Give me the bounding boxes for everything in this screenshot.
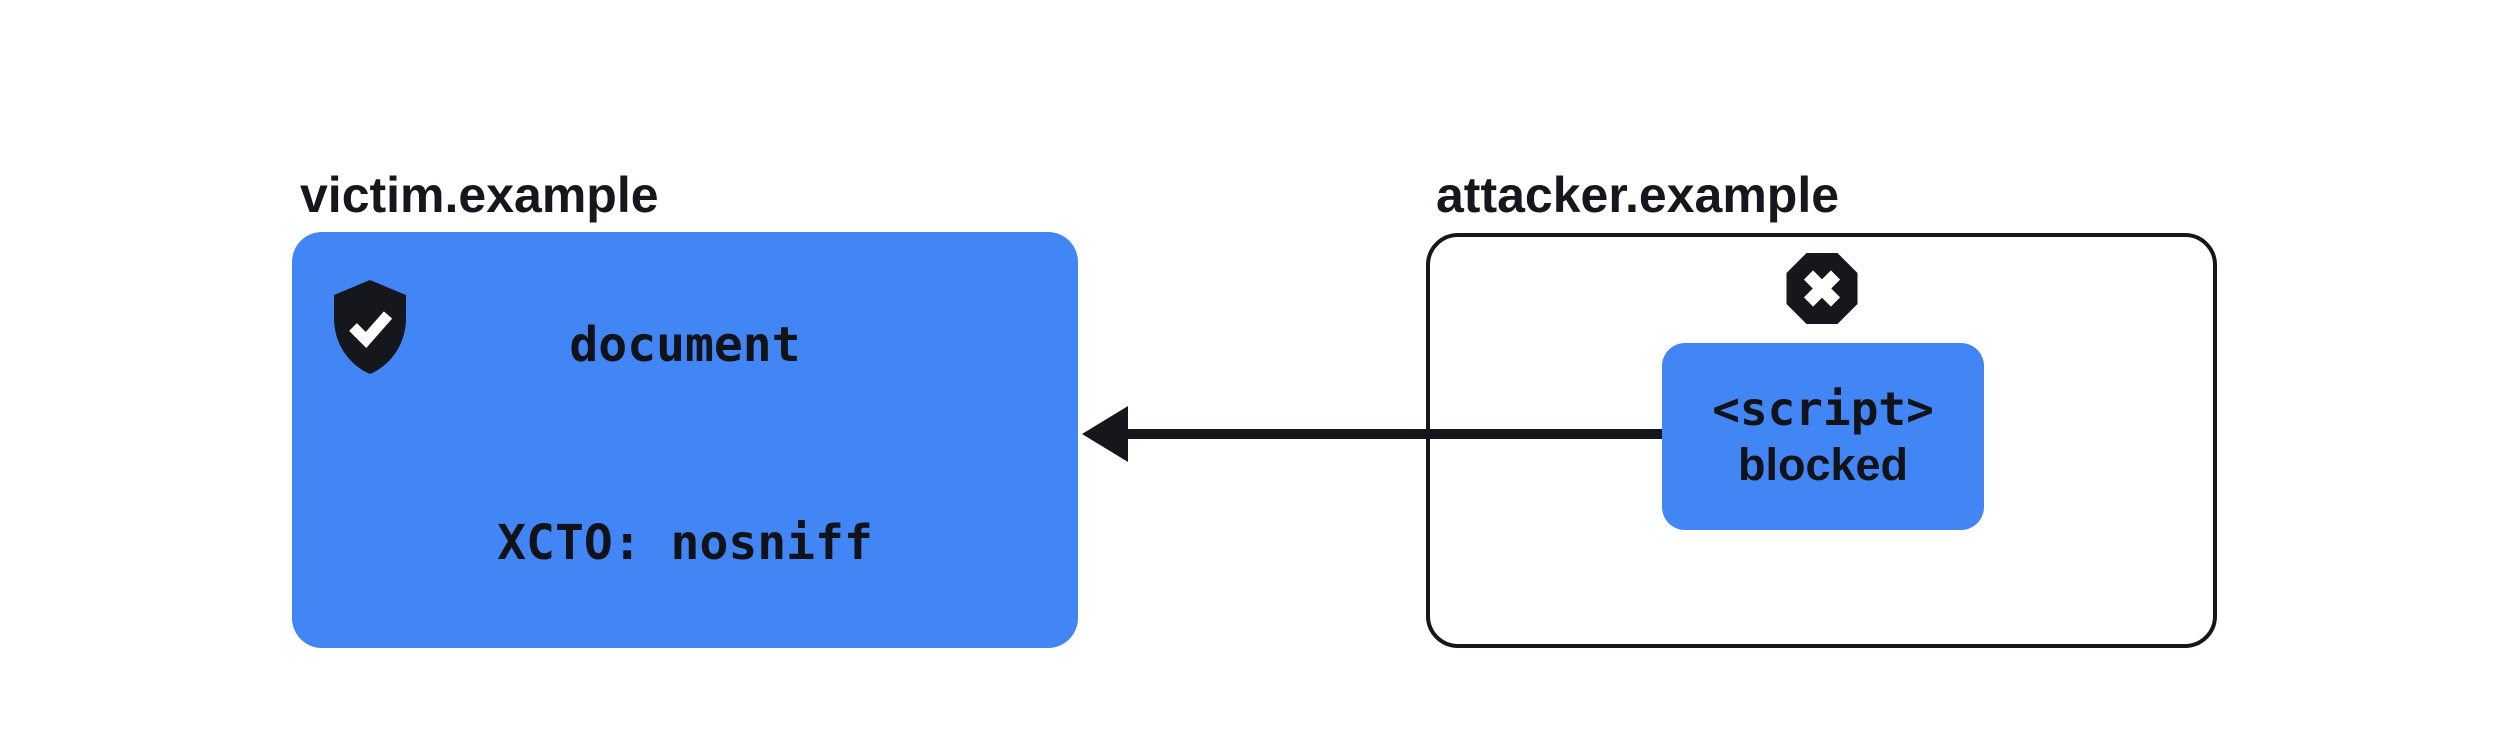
request-arrow-head [1082,406,1128,462]
attacker-domain-label: attacker.example [1436,167,1840,223]
blocked-script-box: <script> blocked [1662,343,1984,530]
shield-check-icon [330,280,410,374]
victim-domain-label: victim.example [300,167,659,223]
victim-node-text: document XCTO: nosniff [497,172,873,708]
victim-node-line-xcto: XCTO: nosniff [497,515,873,571]
victim-node-line-document: document [569,317,801,373]
blocked-text: blocked [1737,438,1909,490]
victim-document-box: document XCTO: nosniff [292,232,1078,648]
blocked-octagon-x-icon [1784,251,1859,326]
request-arrow-shaft [1126,429,1662,439]
script-tag-text: <script> [1712,381,1934,436]
